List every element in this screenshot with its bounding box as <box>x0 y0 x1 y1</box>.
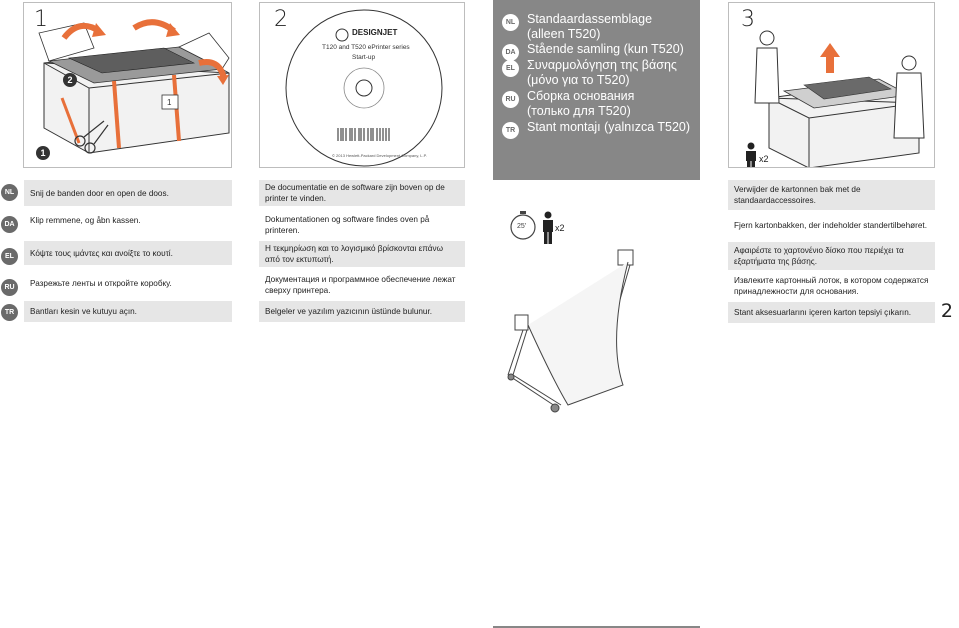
step3-number: 3 <box>741 7 755 32</box>
cd-brand: DESIGNJET <box>352 28 398 37</box>
step3-row-ru: Извлеките картонный лоток, в котором сод… <box>728 272 935 300</box>
step2-row-nl: De documentatie en de software zijn bove… <box>259 180 465 206</box>
title-el: EL Συναρμολόγηση της βάσης(μόνο για το T… <box>502 58 677 88</box>
lift-tray-drawing <box>746 30 925 167</box>
step1-row-tr: Bantları kesin ve kutuyu açın. <box>24 301 232 322</box>
cd-line1: T120 and T520 ePrinter series <box>322 44 410 51</box>
callout-badge-2: 2 <box>63 73 77 87</box>
box-opening-drawing <box>38 19 230 154</box>
step3-row-da: Fjern kartonbakken, der indeholder stand… <box>728 212 935 238</box>
title-el-line2: (μόνο για το T520) <box>527 73 630 87</box>
lang-badge-nl: NL <box>1 184 18 201</box>
step1-row-nl: Snij de banden door en open de doos. <box>24 180 232 206</box>
step2-illustration: 2 DESIGNJET T120 and T520 ePrinter serie… <box>259 2 465 168</box>
step1-illustration: 1 2 1 1 <box>23 2 232 168</box>
title-da-line1: Stående samling (kun T520) <box>527 42 684 56</box>
step2-row-da: Dokumentationen og software findes oven … <box>259 212 465 238</box>
title-tr: TR Stant montajı (yalnızca T520) <box>502 120 690 139</box>
page-number: 2 <box>940 300 953 322</box>
title-ru-line2: (только для T520) <box>527 104 631 118</box>
step2-row-tr: Belgeler ve yazılım yazıcının üstünde bu… <box>259 301 465 322</box>
step3-row-tr: Stant aksesuarlarını içeren karton tepsi… <box>728 302 935 323</box>
stand-drawing <box>507 211 634 413</box>
step1-row-da: Klip remmene, og åbn kassen. <box>24 210 232 230</box>
lang-badge-ru: RU <box>1 279 18 296</box>
title-lang-badge-ru: RU <box>502 91 519 108</box>
time-label: 25' <box>517 223 527 230</box>
step1-row-el: Κόψτε τους ιμάντες και ανοίξτε το κουτί. <box>24 241 232 265</box>
step3-persons-label: x2 <box>759 154 769 164</box>
step3-illustration: 3 x2 <box>728 2 935 168</box>
step1-row-ru: Разрежьте ленты и откройте коробку. <box>24 272 232 294</box>
time-persons-box: 25' x2 <box>493 180 700 626</box>
step3-row-nl: Verwijder de kartonnen bak met de standa… <box>728 180 935 210</box>
step2-row-ru: Документация и программное обеспечение л… <box>259 272 465 298</box>
title-tr-line1: Stant montajı (yalnızca T520) <box>527 120 691 134</box>
title-lang-badge-tr: TR <box>502 122 519 139</box>
cd-disc-drawing <box>285 9 443 167</box>
step1-number: 1 <box>34 7 48 32</box>
step2-number: 2 <box>274 7 288 32</box>
step2-row-el: Η τεκμηρίωση και το λογισμικό βρίσκονται… <box>259 241 465 267</box>
title-lang-badge-da: DA <box>502 44 519 61</box>
title-ru: RU Сборка основания(только для T520) <box>502 89 634 119</box>
lang-badge-da: DA <box>1 216 18 233</box>
up-arrows-label: 1 <box>167 98 172 107</box>
title-da: DA Stående samling (kun T520) <box>502 42 684 61</box>
title-nl-line1: Standaardassemblage <box>527 12 653 26</box>
title-lang-badge-nl: NL <box>502 14 519 31</box>
title-ru-line1: Сборка основания <box>527 89 635 103</box>
cd-copyright: © 2013 Hewlett-Packard Development Compa… <box>332 153 427 158</box>
persons-label: x2 <box>555 223 565 233</box>
title-el-line1: Συναρμολόγηση της βάσης <box>527 58 677 72</box>
lang-badge-el: EL <box>1 248 18 265</box>
cd-line2: Start-up <box>352 54 376 61</box>
lang-badge-tr: TR <box>1 304 18 321</box>
callout-badge-1: 1 <box>36 146 50 160</box>
title-lang-badge-el: EL <box>502 60 519 77</box>
title-nl: NL Standaardassemblage(alleen T520) <box>502 12 652 42</box>
step3-row-el: Αφαιρέστε το χαρτονένιο δίσκο που περιέχ… <box>728 242 935 270</box>
title-nl-line2: (alleen T520) <box>527 27 601 41</box>
